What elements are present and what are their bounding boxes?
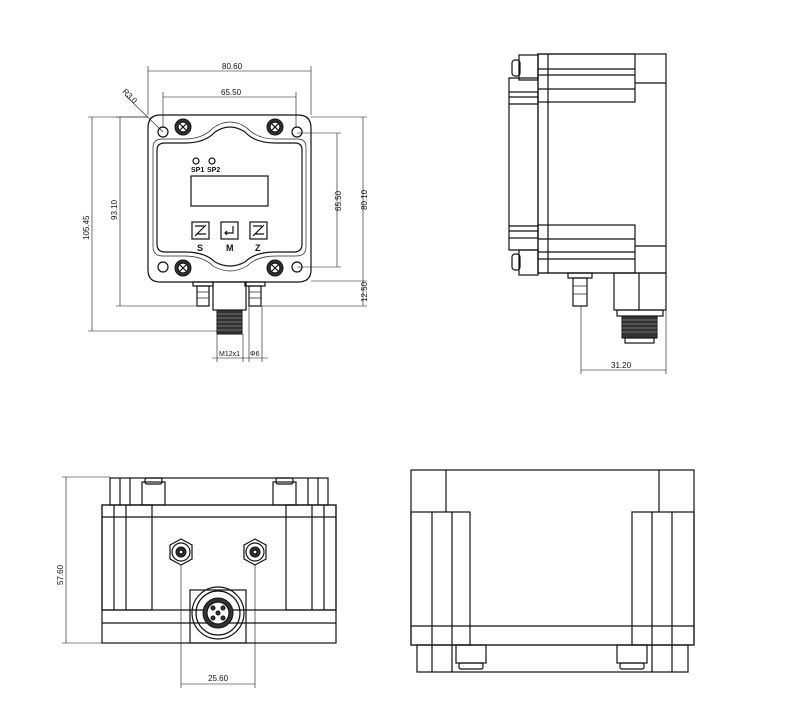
dim-hole-spacing-h: 65.50: [221, 88, 242, 97]
m12-connector-face: [189, 586, 247, 644]
dim-corner-radius: R3.0: [121, 87, 140, 106]
led-label-sp2: SP2: [207, 167, 220, 174]
front-view: SP1 SP2 S M Z: [82, 62, 369, 362]
m12-connector: [212, 281, 247, 335]
button-z[interactable]: [249, 221, 268, 240]
button-label-z: Z: [255, 243, 261, 253]
screw-icon: [174, 118, 284, 277]
rear-view: [410, 469, 695, 673]
button-s[interactable]: [191, 221, 210, 240]
button-label-s: S: [197, 243, 203, 253]
dim-height: 57.60: [56, 564, 65, 585]
led-label-sp1: SP1: [191, 167, 204, 174]
dim-body-height: 93.10: [110, 199, 119, 220]
dim-case-height: 80.10: [360, 189, 369, 210]
dim-hole-spacing-v: 65.50: [334, 190, 343, 211]
button-label-m: M: [226, 243, 234, 253]
dim-overall-width: 80.60: [222, 62, 243, 71]
led-sp1-icon: [192, 157, 200, 165]
dim-overall-height: 105.45: [82, 215, 91, 240]
dim-fitting-length: 12.50: [360, 281, 369, 302]
button-m[interactable]: [220, 221, 239, 240]
fitting-port-icon: [169, 538, 267, 566]
side-view: 31.20: [508, 53, 667, 374]
dim-connector-thread: M12x1: [219, 351, 240, 358]
bottom-view: 57.60 25.60: [56, 476, 337, 688]
lcd-display: [190, 175, 269, 207]
pressure-fitting: [192, 281, 266, 307]
led-sp2-icon: [208, 157, 216, 165]
dim-fitting-diameter: Φ6: [250, 351, 260, 358]
dim-fitting-spacing: 25.60: [208, 674, 229, 683]
dimension-lines: [88, 66, 367, 362]
dim-depth: 31.20: [611, 361, 632, 370]
